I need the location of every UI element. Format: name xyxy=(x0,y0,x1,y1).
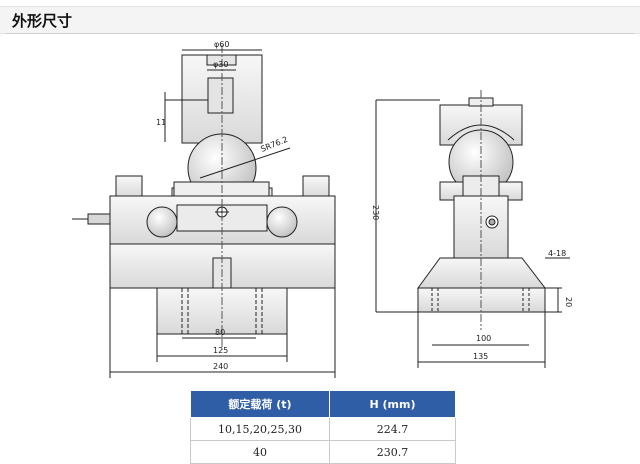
table-header-row: 额定载荷 (t) H (mm) xyxy=(190,390,456,418)
col-h-mm: H (mm) xyxy=(329,390,456,418)
cell-h: 230.7 xyxy=(329,440,456,464)
dim-11: 11 xyxy=(156,118,166,127)
dim-100: 100 xyxy=(476,334,491,343)
dim-phi-60: φ60 xyxy=(214,40,229,49)
dim-20: 20 xyxy=(564,297,573,307)
cell-load: 40 xyxy=(190,440,330,464)
dim-phi-30: φ30 xyxy=(213,60,228,69)
table-row: 40 230.7 xyxy=(190,440,456,464)
dim-80: 80 xyxy=(215,328,225,337)
table-row: 10,15,20,25,30 224.7 xyxy=(190,417,456,441)
dimension-drawing: φ60 φ30 11 SR76.2 80 125 240 xyxy=(72,40,573,378)
cell-h: 224.7 xyxy=(329,417,456,441)
front-view xyxy=(72,45,336,378)
side-view xyxy=(375,90,570,368)
section-header: 外形尺寸 xyxy=(0,6,640,34)
dim-4-18: 4-18 xyxy=(548,249,566,258)
cell-load: 10,15,20,25,30 xyxy=(190,417,330,441)
dim-125: 125 xyxy=(213,346,228,355)
dim-240: 240 xyxy=(213,362,228,371)
dim-230: 230 xyxy=(371,205,380,220)
spec-table: 额定载荷 (t) H (mm) 10,15,20,25,30 224.7 40 … xyxy=(190,390,456,464)
header-divider xyxy=(6,33,634,34)
col-rated-load: 额定载荷 (t) xyxy=(190,390,330,418)
dim-135: 135 xyxy=(473,352,488,361)
section-title: 外形尺寸 xyxy=(12,12,73,30)
dim-sr: SR76.2 xyxy=(259,135,289,154)
